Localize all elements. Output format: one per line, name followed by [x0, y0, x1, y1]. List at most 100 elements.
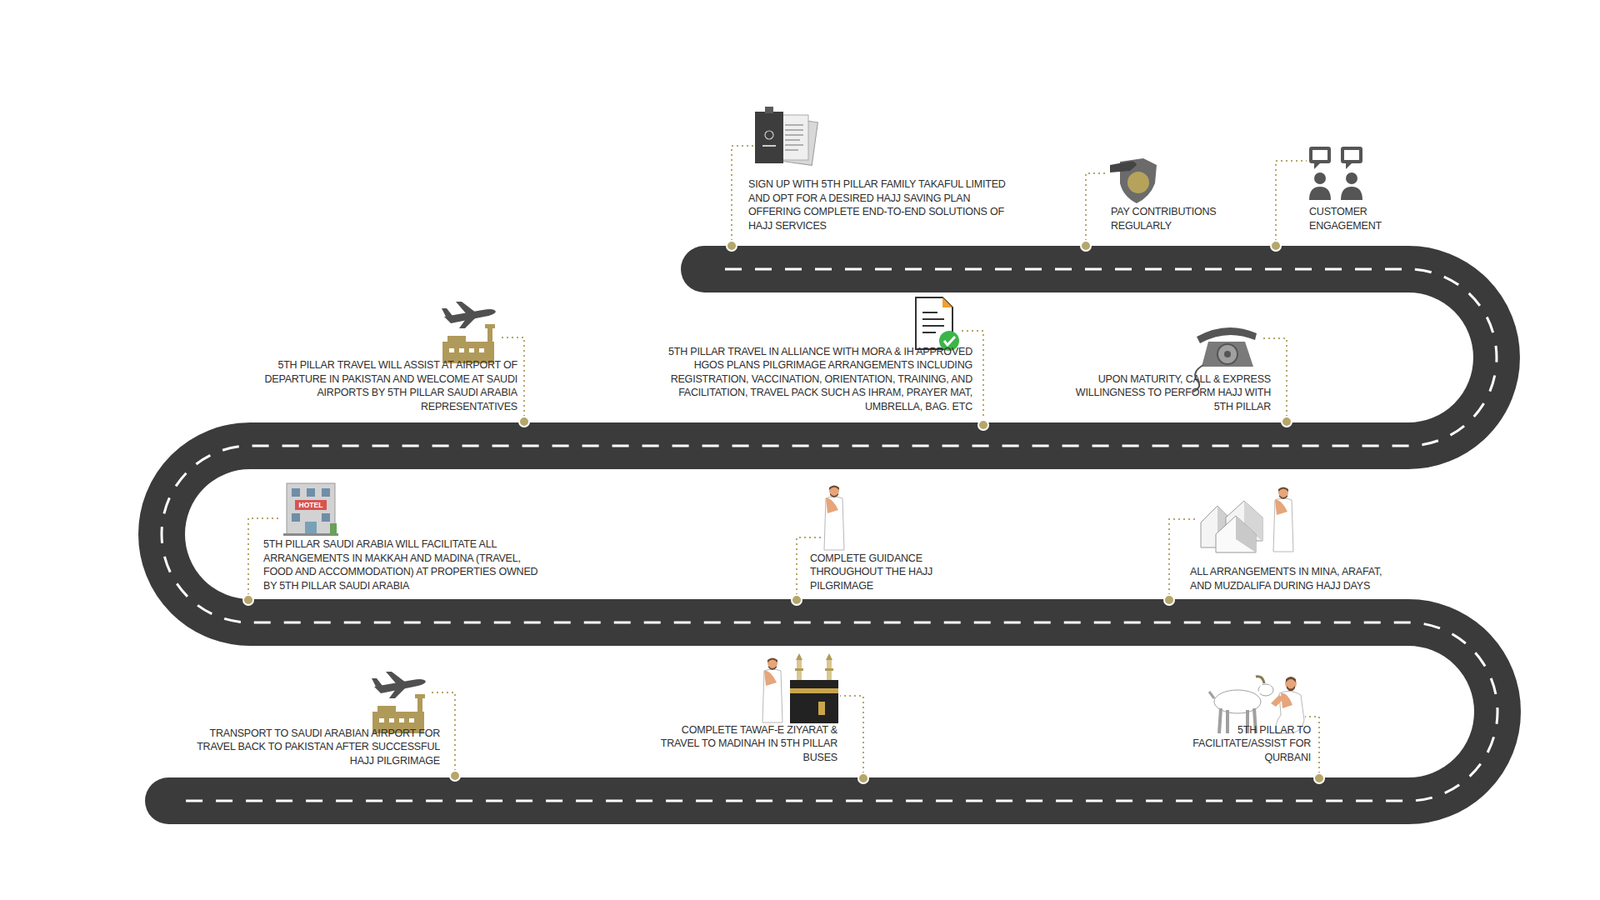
leader-line — [840, 695, 864, 779]
brochure-icon — [785, 125, 804, 150]
hotel-icon — [295, 500, 327, 510]
brochure-icon — [755, 106, 818, 165]
engagement-icon — [1312, 150, 1328, 160]
step-text: 5TH PILLAR TO FACILITATE/ASSIST FOR QURB… — [1144, 723, 1311, 765]
leader-line — [1085, 173, 1109, 246]
step-text: UPON MATURITY, CALL & EXPRESS WILLINGNES… — [1062, 372, 1271, 415]
hotel-icon — [283, 483, 339, 536]
step-text: COMPLETE TAWAF-E ZIYARAT & TRAVEL TO MAD… — [645, 723, 838, 765]
milestone-dot — [243, 595, 254, 605]
step-text: PAY CONTRIBUTIONS REGULARLY — [1110, 205, 1236, 233]
qurbani-icon — [1286, 685, 1295, 692]
hotel-icon — [330, 523, 337, 535]
telephone-icon — [1201, 341, 1254, 367]
milestone-dot — [791, 595, 802, 605]
kaaba-icon — [790, 680, 839, 724]
pilgrim-figure — [762, 658, 783, 724]
step-text: SIGN UP WITH 5TH PILLAR FAMILY TAKAFUL L… — [748, 177, 1015, 233]
kaaba-icon — [818, 701, 825, 715]
kaaba-icon — [790, 688, 839, 694]
road — [161, 269, 1498, 801]
telephone-icon — [1196, 327, 1257, 344]
contribution-icon — [1110, 158, 1157, 204]
hotel-icon — [306, 488, 315, 497]
hotel-icon — [321, 488, 330, 497]
hotel-icon — [286, 483, 335, 535]
airport-icon — [441, 301, 496, 364]
airport-icon — [371, 671, 426, 734]
milestone-dot — [1080, 240, 1091, 251]
airport-icon — [441, 301, 496, 364]
hotel-icon — [305, 521, 317, 535]
step-text: COMPLETE GUIDANCE THROUGHOUT THE HAJJ PI… — [810, 551, 956, 594]
pilgrim-figure — [1273, 487, 1294, 553]
road — [161, 269, 1498, 801]
step-text: 5TH PILLAR SAUDI ARABIA WILL FACILITATE … — [263, 537, 547, 593]
milestone-dot — [1314, 773, 1325, 784]
telephone-icon — [1217, 344, 1238, 365]
step-text: ALL ARRANGEMENTS IN MINA, ARAFAT, AND MU… — [1190, 565, 1390, 593]
milestone-dot — [858, 773, 869, 784]
airport-icon — [371, 671, 426, 734]
kaaba-icon — [825, 653, 833, 660]
milestone-dot — [519, 416, 530, 427]
document-icon — [922, 312, 945, 333]
qurbani-icon — [1285, 676, 1296, 683]
engagement-icon — [1340, 146, 1363, 164]
contribution-icon — [1110, 161, 1137, 174]
brochure-icon — [755, 111, 784, 164]
engagement-icon — [1314, 163, 1320, 170]
step-text: TRANSPORT TO SAUDI ARABIAN AIRPORT FOR T… — [190, 726, 440, 769]
tents-icon — [1235, 515, 1256, 553]
pilgrim-figure — [824, 485, 845, 551]
pilgrim-figure — [762, 658, 783, 724]
qurbani-icon — [1280, 693, 1293, 709]
kaaba-icon — [795, 653, 803, 660]
engagement-icon — [1345, 163, 1352, 170]
milestone-dot — [243, 240, 1325, 784]
engagement-icon — [1344, 150, 1360, 160]
engagement-icon — [1345, 172, 1358, 185]
kaaba-icon — [795, 668, 804, 671]
road — [161, 269, 1498, 801]
leader-line — [1275, 160, 1307, 246]
pilgrim-figure — [1273, 487, 1294, 553]
telephone-icon — [1224, 350, 1231, 358]
hotel-icon — [291, 513, 300, 522]
document-icon — [915, 297, 960, 351]
milestone-dot — [450, 770, 460, 781]
tents-icon — [1215, 515, 1256, 553]
milestone-dot — [1270, 240, 1281, 251]
engagement-icon — [1309, 146, 1363, 200]
qurbani-icon — [1257, 685, 1271, 695]
step-text: 5TH PILLAR TRAVEL WILL ASSIST AT AIRPORT… — [259, 358, 518, 414]
hotel-icon — [321, 513, 330, 522]
contribution-icon — [1127, 171, 1150, 194]
kaaba-icon — [790, 653, 839, 724]
engagement-icon — [1309, 146, 1331, 164]
milestone-dot — [1164, 595, 1175, 605]
hotel-icon — [291, 488, 300, 497]
document-icon — [942, 297, 953, 308]
document-icon — [944, 336, 955, 345]
qurbani-icon — [1255, 676, 1265, 684]
milestone-dot — [1281, 416, 1292, 427]
qurbani-icon — [1258, 684, 1274, 696]
pilgrim-figure — [824, 485, 845, 551]
kaaba-icon — [825, 668, 834, 671]
engagement-icon — [1309, 186, 1331, 200]
milestone-dot — [726, 240, 737, 251]
brochure-icon — [765, 130, 774, 140]
tents-icon — [1200, 500, 1263, 553]
milestone-dot — [978, 420, 989, 430]
step-text: CUSTOMER ENGAGEMENT — [1309, 205, 1401, 233]
brochure-icon — [765, 106, 774, 114]
engagement-icon — [1314, 172, 1326, 185]
engagement-icon — [1340, 186, 1363, 200]
leader-line — [248, 145, 1320, 779]
hotel-sign-text: HOTEL — [295, 500, 327, 510]
brochure-icon — [762, 145, 776, 147]
step-text: 5TH PILLAR TRAVEL IN ALLIANCE WITH MORA … — [647, 345, 973, 415]
